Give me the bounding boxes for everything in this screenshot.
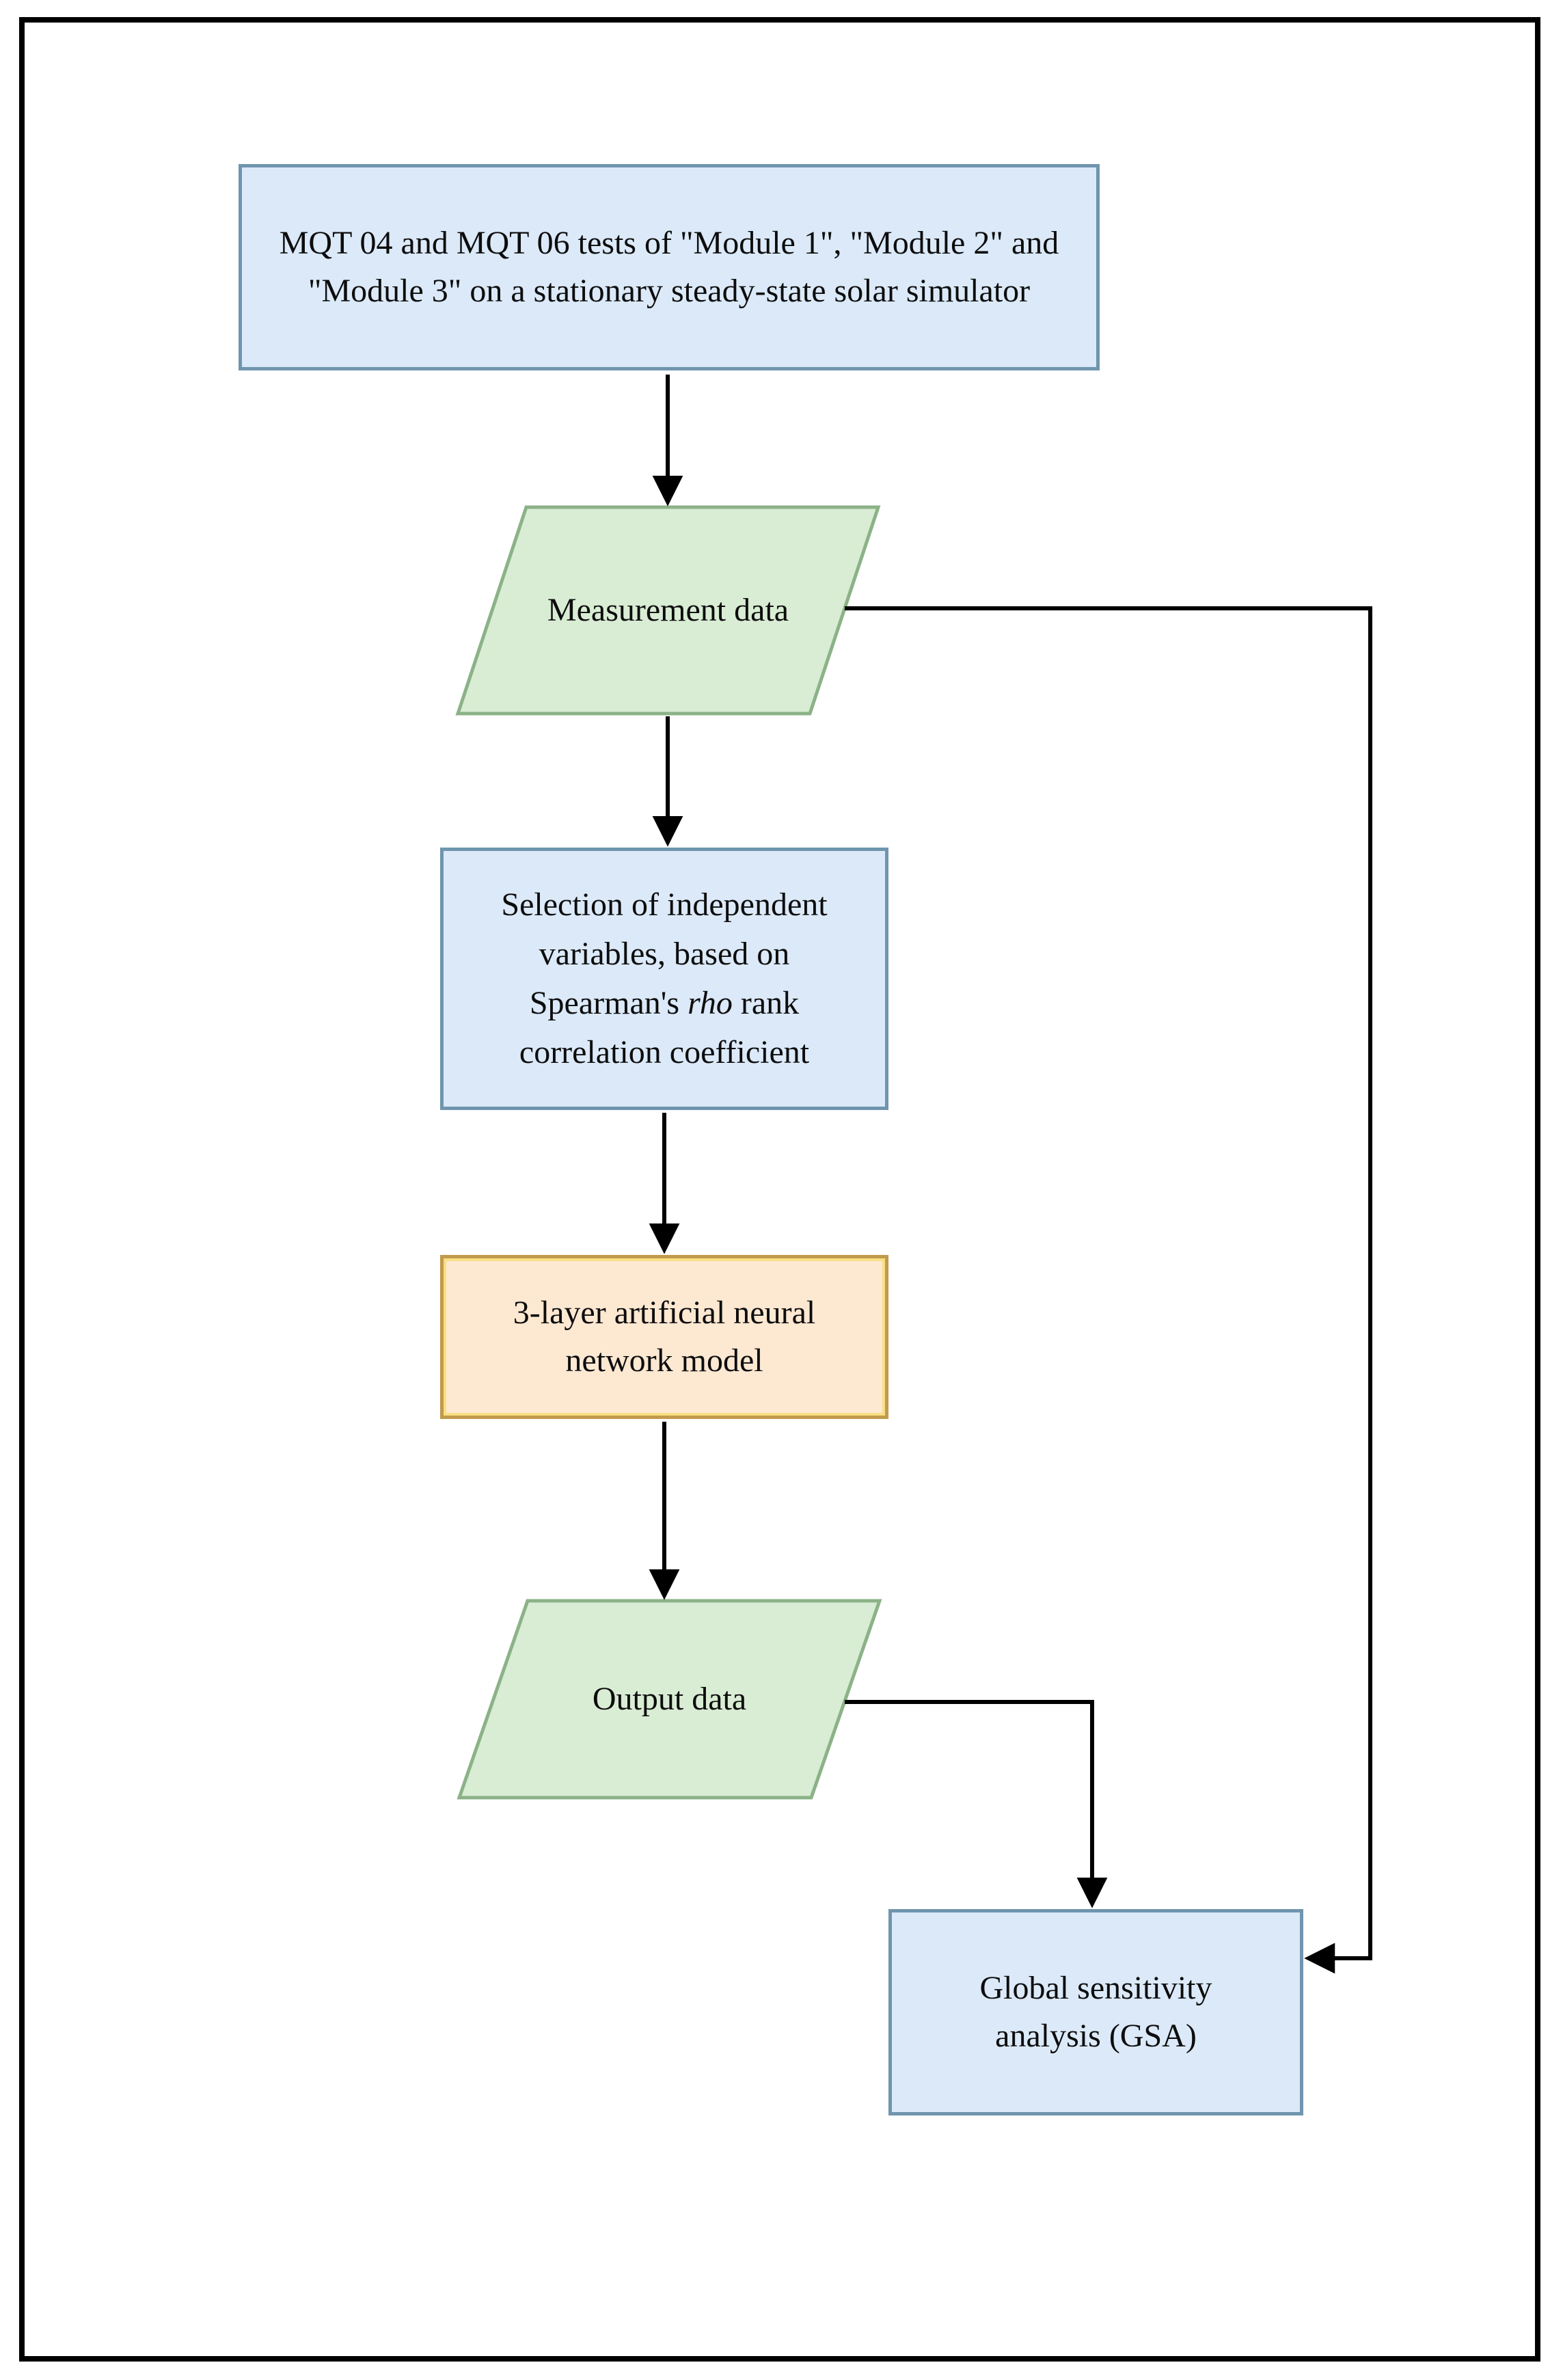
selection-label-part2: rank correlation coefficient	[519, 985, 810, 1070]
output-data-parallelogram	[457, 1599, 882, 1800]
node-gsa-label: Global sensitivity analysis (GSA)	[979, 1969, 1212, 2054]
node-ann-box: 3-layer artificial neural network model	[440, 1255, 888, 1419]
node-gsa-box: Global sensitivity analysis (GSA)	[888, 1909, 1303, 2115]
selection-label-part1: Selection of independent variables, base…	[501, 887, 828, 1021]
measurement-data-parallelogram	[455, 505, 881, 716]
node-tests-box: MQT 04 and MQT 06 tests of "Module 1", "…	[239, 164, 1100, 370]
figure-border	[19, 17, 1540, 2362]
selection-label-rho-italic: rho	[688, 985, 733, 1021]
node-output-label-area: Output data	[459, 1601, 880, 1798]
node-tests-label: MQT 04 and MQT 06 tests of "Module 1", "…	[279, 224, 1059, 309]
node-measurement-label-area: Measurement data	[458, 507, 878, 714]
node-selection-label: Selection of independent variables, base…	[485, 880, 844, 1077]
node-measurement-label: Measurement data	[547, 591, 789, 628]
node-output-label: Output data	[592, 1680, 747, 1717]
node-selection-box: Selection of independent variables, base…	[440, 848, 888, 1110]
node-ann-label: 3-layer artificial neural network model	[513, 1294, 816, 1379]
edge-measurement-to-gsa	[845, 606, 1372, 1974]
edge-output-to-gsa	[845, 1700, 1108, 1908]
